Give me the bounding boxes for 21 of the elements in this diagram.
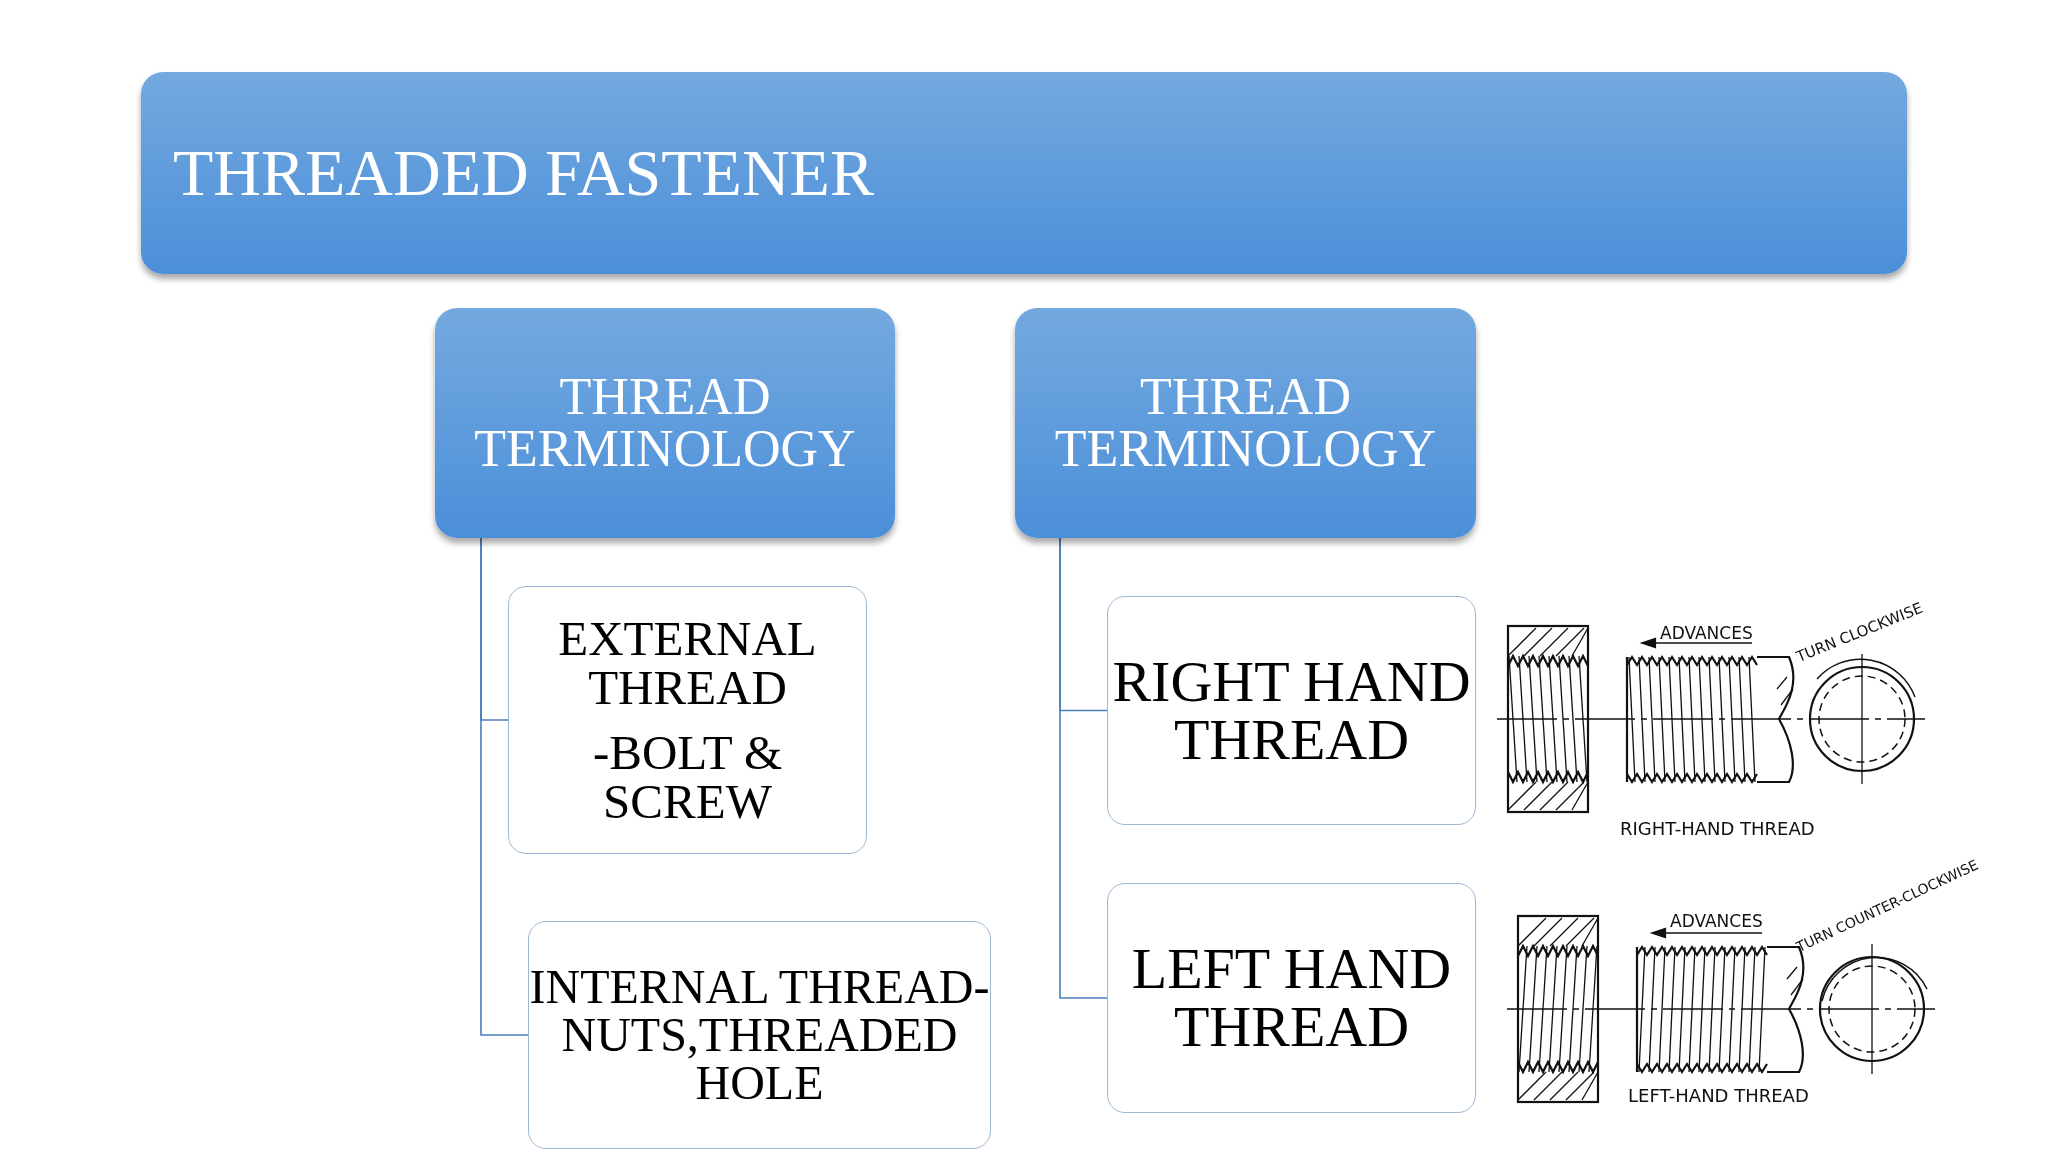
node-text: RIGHT HAND THREAD <box>1111 652 1472 769</box>
node-text: -BOLT & SCREW <box>591 728 784 826</box>
topic-box <box>1107 883 1476 1113</box>
connector-line <box>1059 537 1108 999</box>
node-text: EXTERNAL THREAD <box>557 614 818 712</box>
node-text: THREAD TERMINOLOGY <box>1053 371 1438 475</box>
topic-box <box>1107 596 1476 825</box>
drawing-label: ADVANCES <box>1660 625 1753 642</box>
node-text: THREAD TERMINOLOGY <box>473 371 857 475</box>
drawing-label: RIGHT-HAND THREAD <box>1620 820 1815 838</box>
topic-box <box>508 586 867 854</box>
heading-box <box>1015 308 1476 538</box>
node-text: INTERNAL THREAD- NUTS,THREADED HOLE <box>529 963 990 1107</box>
connector-line <box>480 537 529 1036</box>
drawing-label: ADVANCES <box>1670 913 1763 930</box>
topic-box <box>528 921 991 1149</box>
heading-box <box>435 308 895 538</box>
drawing-label: LEFT-HAND THREAD <box>1628 1087 1809 1105</box>
node-text: LEFT HAND THREAD <box>1130 940 1453 1056</box>
heading-box <box>141 72 1907 274</box>
node-text: THREADED FASTENER <box>173 140 874 206</box>
